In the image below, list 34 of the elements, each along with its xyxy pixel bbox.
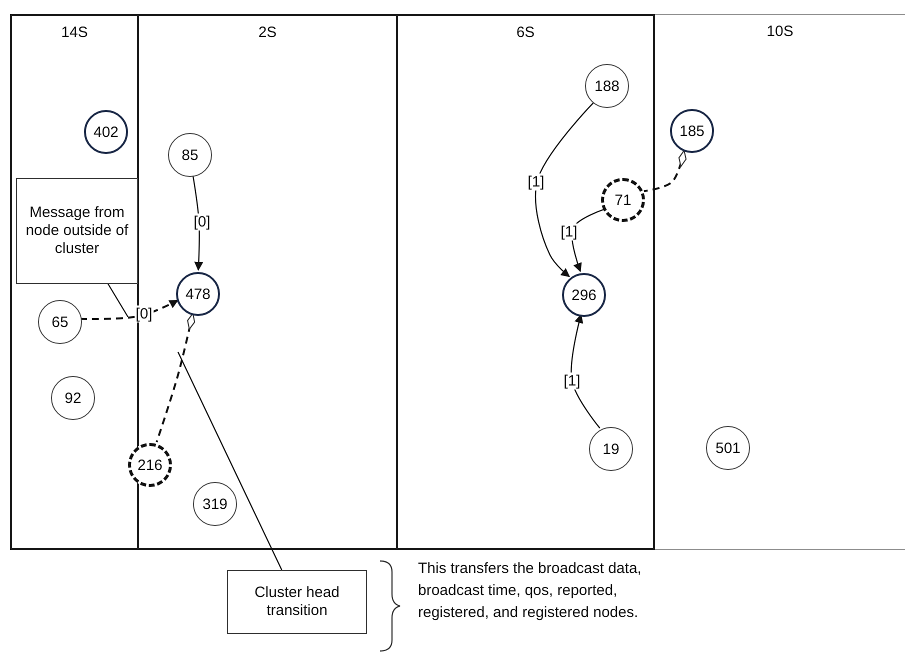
arrow [192,174,204,271]
node-circle: 85 [168,133,212,177]
cluster-head-circle: 185 [670,109,714,153]
cluster-column [398,14,655,550]
column-header: 2S [258,24,277,41]
leader-line [106,282,129,318]
edge-label: [0] [192,214,212,230]
arrow [570,314,600,428]
column-header: 14S [61,24,88,41]
arrow [534,101,595,278]
node-circle: 319 [193,482,237,526]
transition-node-circle: 71 [601,178,645,222]
cluster-head-circle: 478 [176,272,220,316]
edge-label: [0] [134,306,154,322]
cluster-column [655,14,905,550]
leader-line [177,352,282,570]
node-circle: 19 [589,427,633,471]
edge-label: [1] [560,224,578,240]
cluster-head-circle: 402 [84,110,128,154]
arrow [571,208,604,272]
node-circle: 188 [585,64,629,108]
note-text: This transfers the broadcast data, broadcast time, qos, reported, registered, and registered nodes. [418,559,642,623]
node-circle: 65 [38,300,82,344]
column-header: 10S [766,23,794,40]
cluster-head-circle: 296 [562,273,606,317]
arrow [80,300,178,320]
node-circle: 501 [706,426,750,470]
node-circle: 92 [51,376,95,420]
callout-box: Cluster head transition [227,570,367,634]
callout-box: Message from node outside of cluster [16,178,138,284]
edge-label: [1] [526,174,546,190]
edge-label: [1] [562,372,582,390]
column-header: 6S [516,24,535,41]
transition-node-circle: 216 [128,443,172,487]
